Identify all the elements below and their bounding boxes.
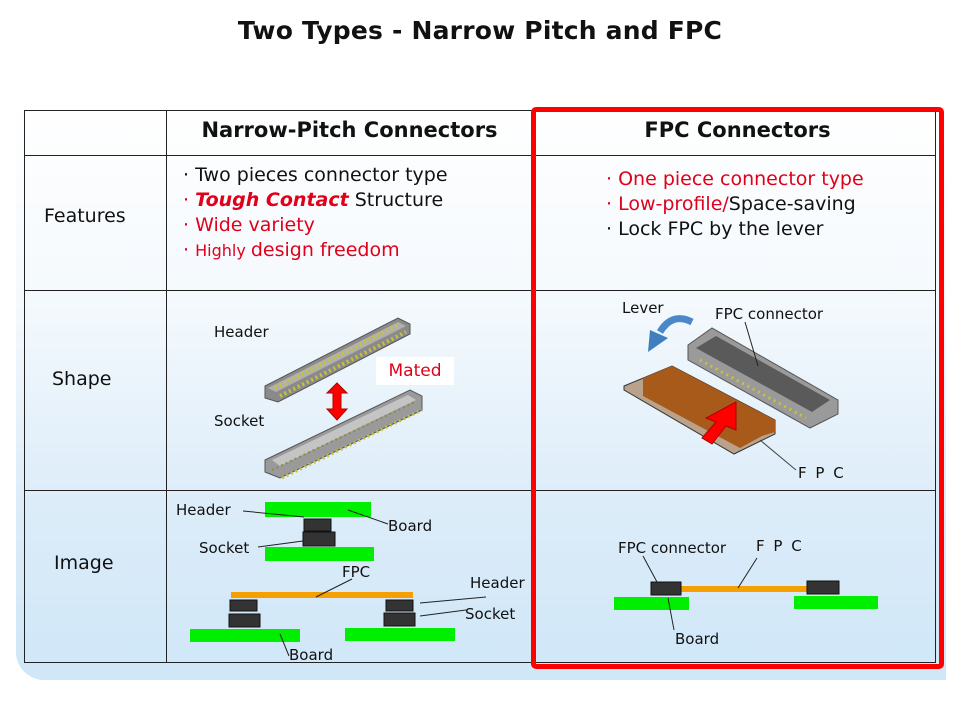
table-divider bbox=[24, 490, 935, 491]
bullet: · bbox=[183, 189, 190, 211]
board-left bbox=[190, 629, 300, 642]
row-label-shape: Shape bbox=[52, 368, 112, 390]
leader-line bbox=[419, 609, 467, 617]
feature-item: · One piece connector type bbox=[606, 167, 864, 192]
lever-rotation-arrow-icon bbox=[648, 315, 694, 352]
fpc-film-3d bbox=[623, 365, 776, 455]
fpc-connector-block-right bbox=[806, 580, 840, 595]
fpc-strip bbox=[231, 592, 413, 598]
feature-item: · Wide variety bbox=[183, 213, 448, 238]
column-header-narrow-pitch: Narrow-Pitch Connectors bbox=[201, 118, 498, 142]
feature-text: design freedom bbox=[250, 239, 400, 261]
fpc-connector-block-left bbox=[650, 581, 682, 596]
shape-fpc-label: F P C bbox=[798, 464, 846, 482]
header-block-right bbox=[385, 599, 414, 612]
bullet: · bbox=[183, 239, 190, 261]
feature-emphasis: Tough Contact bbox=[195, 189, 349, 211]
mated-label: Mated bbox=[376, 357, 454, 385]
board-bottom bbox=[265, 547, 374, 561]
image-fpc-label: F P C bbox=[756, 537, 804, 555]
feature-text: Lock FPC by the lever bbox=[618, 218, 824, 240]
image-fpc-connector-label: FPC connector bbox=[618, 539, 727, 557]
image-socket-label-2: Socket bbox=[465, 605, 516, 623]
feature-text: Wide variety bbox=[195, 214, 315, 236]
leader-line bbox=[642, 555, 658, 583]
leader-line bbox=[419, 596, 487, 604]
board-right bbox=[345, 628, 455, 641]
fpc-connector-3d bbox=[687, 327, 839, 429]
image-socket-label: Socket bbox=[199, 539, 250, 557]
leader-line bbox=[315, 578, 353, 598]
feature-text: One piece connector type bbox=[618, 168, 864, 190]
socket-block bbox=[302, 531, 336, 547]
leader-line bbox=[667, 597, 675, 631]
connector-leader-line bbox=[744, 321, 759, 367]
board-top bbox=[265, 502, 371, 517]
socket-block-left bbox=[228, 613, 261, 628]
leader-line bbox=[257, 540, 304, 548]
leader-line bbox=[737, 557, 758, 589]
feature-text-small: Highly bbox=[195, 241, 251, 260]
bullet: · bbox=[183, 164, 190, 186]
image-fpc-label: FPC bbox=[342, 563, 371, 581]
bullet: · bbox=[606, 193, 613, 215]
board-right bbox=[794, 596, 878, 609]
image-header-label: Header bbox=[176, 501, 231, 519]
table-border-bottom bbox=[24, 662, 935, 663]
table-divider bbox=[24, 290, 935, 291]
fpc-strip bbox=[681, 586, 807, 592]
table-divider bbox=[24, 155, 935, 156]
feature-item: · Highly design freedom bbox=[183, 238, 448, 263]
feature-text: Space-saving bbox=[728, 193, 856, 215]
mating-double-arrow-icon bbox=[325, 382, 349, 421]
feature-item: · Lock FPC by the lever bbox=[606, 217, 864, 242]
bullet: · bbox=[606, 218, 613, 240]
leader-line bbox=[242, 510, 305, 518]
table-divider bbox=[166, 110, 167, 663]
slide-title: Two Types - Narrow Pitch and FPC bbox=[237, 16, 723, 45]
feature-item: · Tough Contact Structure bbox=[183, 188, 448, 213]
header-block bbox=[303, 518, 332, 532]
socket-block-right bbox=[383, 612, 416, 627]
leader-line bbox=[347, 509, 389, 525]
lever-label: Lever bbox=[622, 299, 664, 317]
row-label-features: Features bbox=[44, 205, 126, 227]
shape-socket-label: Socket bbox=[214, 412, 265, 430]
feature-emphasis: Low-profile/ bbox=[618, 193, 729, 215]
header-connector-3d bbox=[264, 317, 411, 403]
table-border-left bbox=[24, 110, 25, 663]
leader-line bbox=[279, 633, 290, 657]
fpc-features-list: · One piece connector type · Low-profile… bbox=[606, 167, 864, 242]
image-board-label: Board bbox=[675, 630, 720, 648]
feature-text: Structure bbox=[348, 189, 444, 211]
image-board-label: Board bbox=[388, 517, 433, 535]
image-header-label-2: Header bbox=[470, 574, 525, 592]
header-block-left bbox=[229, 599, 258, 612]
shape-header-label: Header bbox=[214, 323, 269, 341]
bullet: · bbox=[606, 168, 613, 190]
table-border-top bbox=[24, 110, 935, 111]
board-left bbox=[614, 597, 689, 610]
socket-connector-3d bbox=[264, 389, 423, 480]
shape-fpc-connector-label: FPC connector bbox=[715, 305, 824, 323]
bullet: · bbox=[183, 214, 190, 236]
narrow-pitch-features-list: · Two pieces connector type · Tough Cont… bbox=[183, 163, 448, 263]
table-border-right bbox=[935, 110, 936, 663]
row-label-image: Image bbox=[54, 552, 114, 574]
column-header-fpc: FPC Connectors bbox=[644, 118, 831, 142]
feature-item: · Low-profile/Space-saving bbox=[606, 192, 864, 217]
image-board-label-2: Board bbox=[289, 646, 334, 664]
feature-text: Two pieces connector type bbox=[195, 164, 448, 186]
feature-item: · Two pieces connector type bbox=[183, 163, 448, 188]
insertion-arrow-icon bbox=[701, 401, 737, 445]
fpc-leader-line bbox=[759, 439, 797, 471]
fpc-highlight-box bbox=[531, 107, 944, 669]
